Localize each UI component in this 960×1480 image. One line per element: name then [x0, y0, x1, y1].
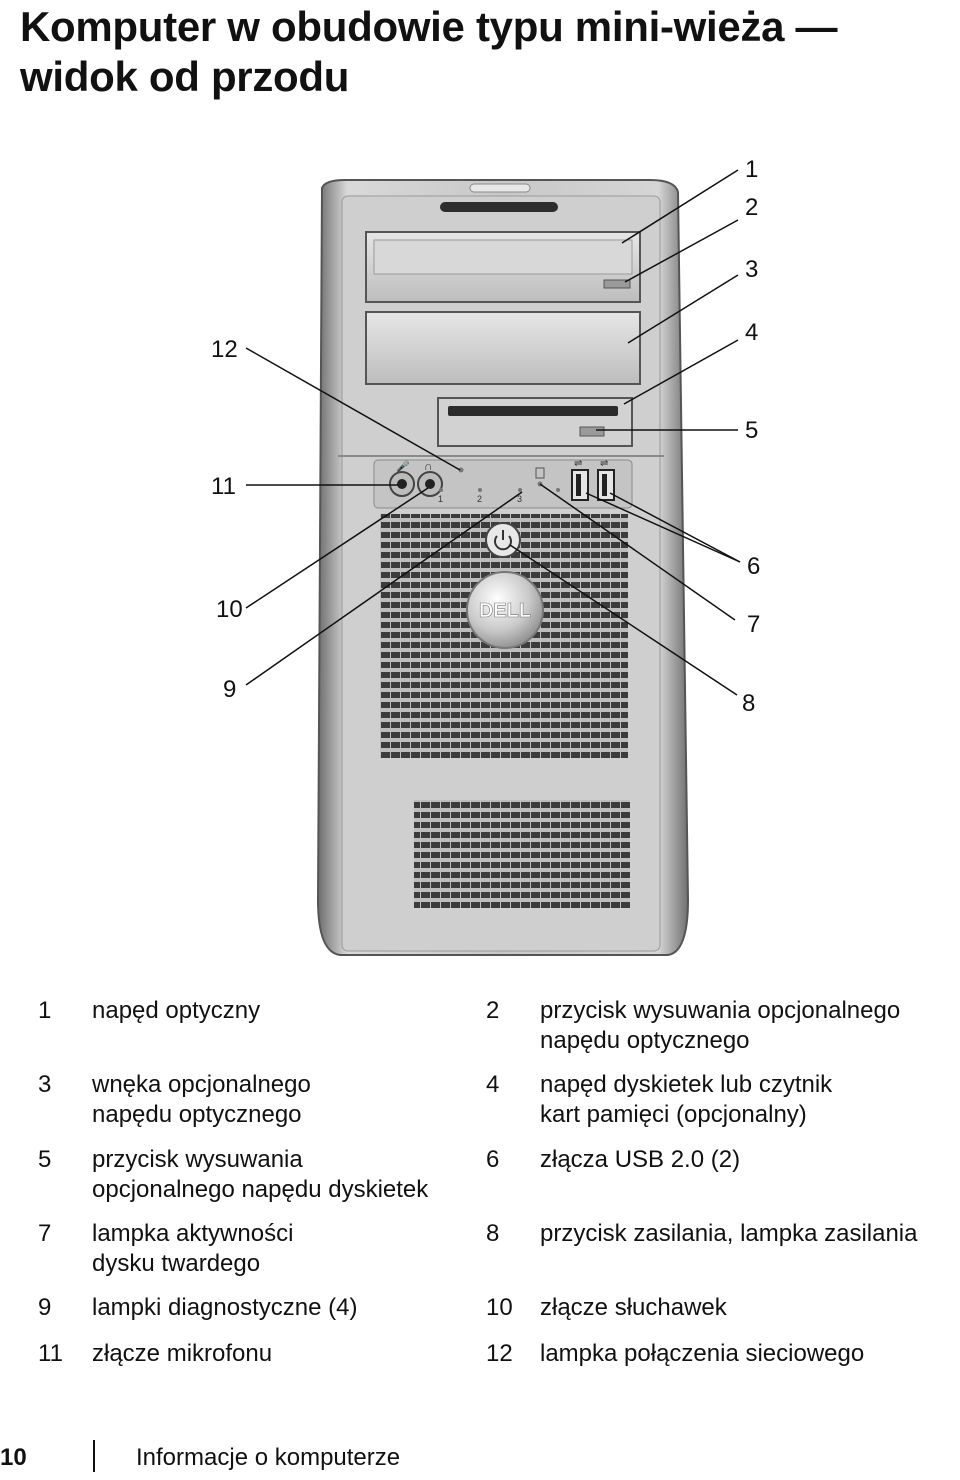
- legend-text: kart pamięci (opcjonalny): [540, 1101, 807, 1128]
- front-grill-lower: [414, 800, 630, 908]
- callout-9: 9: [223, 676, 236, 703]
- callout-7: 7: [747, 611, 760, 638]
- callout-3: 3: [745, 256, 758, 283]
- diagnostic-label-1: 1: [438, 494, 443, 504]
- callout-12: 12: [211, 336, 238, 363]
- optical-drive[interactable]: [365, 231, 641, 303]
- section-title: Informacje o komputerze: [136, 1444, 401, 1471]
- legend-number: 3: [38, 1071, 52, 1098]
- page-title: Komputer w obudowie typu mini-wieża — wi…: [20, 2, 950, 102]
- legend-number: 10: [486, 1294, 513, 1321]
- legend-text: wnęka opcjonalnego: [92, 1071, 311, 1098]
- callout-5: 5: [745, 417, 758, 444]
- hard-drive-icon: [535, 467, 545, 479]
- legend-text: złącza USB 2.0 (2): [540, 1146, 741, 1173]
- legend-text: napędu optycznego: [92, 1101, 302, 1128]
- microphone-connector[interactable]: [389, 471, 415, 497]
- headphone-icon: ∩: [424, 459, 433, 473]
- floppy-drive[interactable]: [437, 397, 633, 447]
- legend-text: napędu optycznego: [540, 1027, 750, 1054]
- legend-text: lampka aktywności: [92, 1220, 294, 1247]
- legend-number: 1: [38, 997, 52, 1024]
- usb-icon-2: ⇌: [600, 458, 608, 469]
- legend-number: 11: [38, 1340, 63, 1367]
- legend-text: złącze słuchawek: [540, 1294, 727, 1321]
- legend-number: 9: [38, 1294, 52, 1321]
- callout-1: 1: [745, 156, 758, 183]
- callout-2: 2: [745, 194, 758, 221]
- diagnostic-light-4: [556, 488, 560, 492]
- diagnostic-label-2: 2: [477, 494, 482, 504]
- usb-icon-1: ⇌: [574, 458, 582, 469]
- legend-number: 7: [38, 1220, 52, 1247]
- legend-text: lampka połączenia sieciowego: [540, 1340, 865, 1367]
- diagnostic-light-1: [439, 488, 443, 492]
- legend-text: napęd dyskietek lub czytnik: [540, 1071, 833, 1098]
- dell-logo: DELL: [466, 571, 544, 649]
- page-footer: 10 Informacje o komputerze: [0, 1440, 960, 1476]
- legend-number: 5: [38, 1146, 52, 1173]
- power-button[interactable]: [485, 522, 521, 558]
- legend-text: lampki diagnostyczne (4): [92, 1294, 358, 1321]
- callout-11: 11: [211, 473, 236, 500]
- callout-8: 8: [742, 690, 755, 717]
- diagnostic-light-3: [518, 488, 522, 492]
- usb-connector-2[interactable]: [597, 469, 615, 501]
- footer-separator: [93, 1440, 95, 1472]
- legend-number: 12: [486, 1340, 513, 1367]
- diagnostic-light-2: [478, 488, 482, 492]
- page-number: 10: [0, 1444, 27, 1471]
- optical-drive-eject-button[interactable]: [603, 279, 631, 289]
- microphone-icon: 🎤: [396, 459, 410, 473]
- callout-lines: [245, 169, 741, 696]
- usb-connector-1[interactable]: [571, 469, 589, 501]
- legend-text: opcjonalnego napędu dyskietek: [92, 1176, 429, 1203]
- legend-number: 8: [486, 1220, 500, 1247]
- callout-6: 6: [747, 553, 760, 580]
- legend-text: dysku twardego: [92, 1250, 261, 1277]
- legend-text: napęd optyczny: [92, 997, 261, 1024]
- legend-number: 6: [486, 1146, 500, 1173]
- computer-front-view-diagram: 🎤 ∩ 1 2 3 ⇌ ⇌ DELL: [211, 156, 760, 956]
- callout-10: 10: [216, 596, 243, 623]
- legend-text: złącze mikrofonu: [92, 1340, 273, 1367]
- io-panel: [373, 459, 633, 509]
- dell-logo-text: DELL: [479, 600, 531, 622]
- legend-text: przycisk wysuwania: [92, 1146, 303, 1173]
- diagnostic-label-3: 3: [517, 494, 522, 504]
- legend-text: przycisk wysuwania opcjonalnego: [540, 997, 901, 1024]
- floppy-eject-button[interactable]: [579, 426, 605, 437]
- optional-optical-bay: [365, 311, 641, 385]
- callout-4: 4: [745, 319, 758, 346]
- legend-number: 2: [486, 997, 500, 1024]
- legend-text: przycisk zasilania, lampka zasilania: [540, 1220, 918, 1247]
- page-title-line-2: widok od przodu: [20, 53, 350, 100]
- network-link-light: [458, 467, 464, 473]
- legend-number: 4: [486, 1071, 500, 1098]
- page-title-line-1: Komputer w obudowie typu mini-wieża —: [20, 3, 838, 50]
